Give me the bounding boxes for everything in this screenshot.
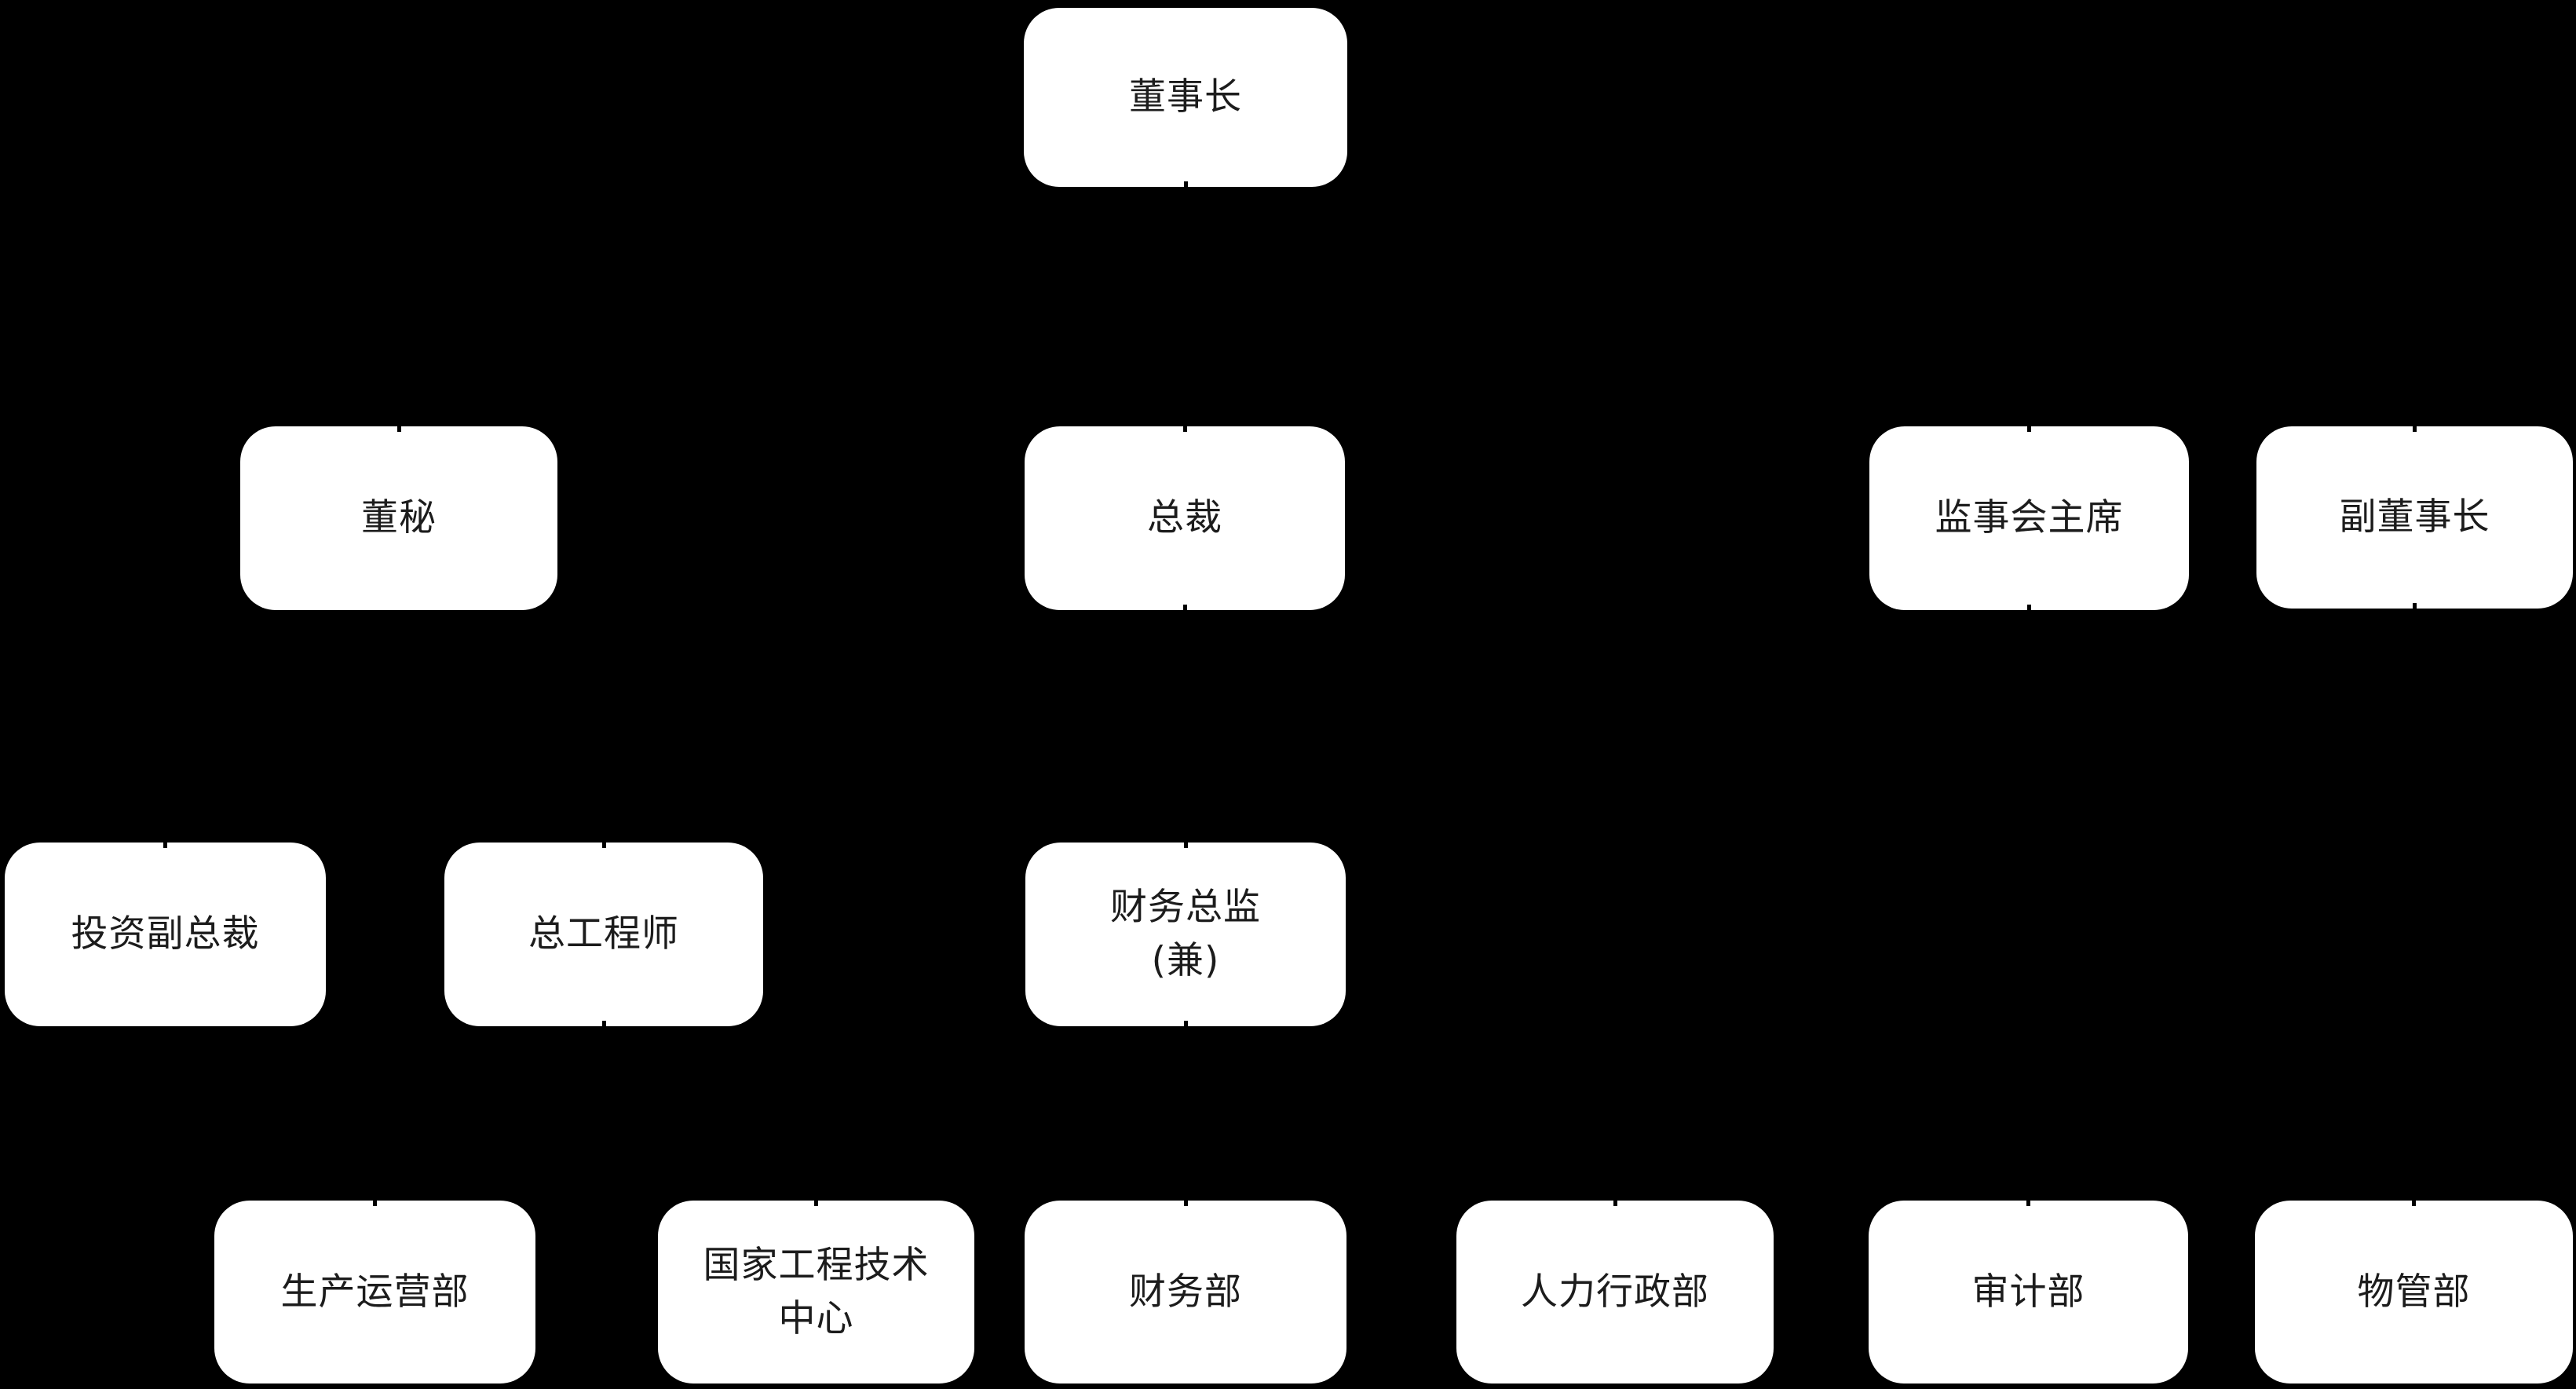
org-node-chief-engineer: 总工程师 bbox=[444, 843, 763, 1026]
org-node-label: 生产运营部 bbox=[280, 1270, 470, 1314]
connector-segment bbox=[602, 1021, 606, 1116]
org-node-label: 总工程师 bbox=[528, 912, 679, 956]
org-node-national-engineering-technology-center: 国家工程技术中心 bbox=[658, 1201, 974, 1384]
connector-segment bbox=[602, 1112, 819, 1116]
connector-segment bbox=[2027, 605, 2031, 908]
org-node-label: 董秘 bbox=[361, 496, 437, 540]
connector-segment bbox=[2026, 904, 2030, 1206]
connector-segment bbox=[1184, 1112, 1188, 1206]
connector-segment bbox=[1184, 305, 2417, 309]
org-node-label: 投资副总裁 bbox=[71, 912, 260, 956]
connector-segment bbox=[1184, 181, 1188, 309]
connector-segment bbox=[397, 305, 1188, 309]
org-node-board-secretary: 董秘 bbox=[240, 426, 557, 610]
org-node-label: (兼) bbox=[1151, 939, 1220, 982]
connector-segment bbox=[602, 725, 1187, 729]
org-node-supervisory-board-chairman: 监事会主席 bbox=[1869, 426, 2189, 610]
org-node-label: 总裁 bbox=[1147, 496, 1222, 540]
org-node-label: 人力行政部 bbox=[1521, 1270, 1709, 1314]
org-node-label: 财务部 bbox=[1129, 1270, 1242, 1314]
org-node-label: 财务总监 bbox=[1110, 886, 1261, 930]
org-node-investment-vice-president: 投资副总裁 bbox=[5, 843, 326, 1026]
connector-segment bbox=[1183, 605, 1187, 729]
org-node-finance-dept: 财务部 bbox=[1025, 1201, 1346, 1384]
org-node-chairman: 董事长 bbox=[1024, 8, 1347, 187]
connector-segment bbox=[2413, 305, 2417, 432]
connector-segment bbox=[1613, 1112, 1617, 1206]
org-node-label: 审计部 bbox=[1971, 1270, 2085, 1314]
org-node-label: 中心 bbox=[778, 1296, 854, 1340]
org-node-cfo-concurrent: 财务总监 (兼) bbox=[1025, 843, 1346, 1026]
org-node-property-management-dept: 物管部 bbox=[2255, 1201, 2573, 1384]
org-node-production-operations-dept: 生产运营部 bbox=[214, 1201, 535, 1384]
org-node-label: 董事长 bbox=[1129, 75, 1242, 119]
org-node-hr-admin-dept: 人力行政部 bbox=[1456, 1201, 1774, 1384]
connector-segment bbox=[1184, 1021, 1188, 1116]
connector-segment bbox=[373, 1112, 606, 1116]
connector-segment bbox=[1184, 725, 1188, 848]
org-node-audit-dept: 审计部 bbox=[1869, 1201, 2188, 1384]
org-node-label: 监事会主席 bbox=[1935, 496, 2124, 540]
org-node-label: 物管部 bbox=[2357, 1270, 2471, 1314]
org-node-president: 总裁 bbox=[1025, 426, 1345, 610]
connector-segment bbox=[814, 1112, 818, 1206]
connector-segment bbox=[2413, 603, 2417, 907]
connector-segment bbox=[397, 305, 401, 432]
connector-segment bbox=[163, 725, 167, 848]
connector-segment bbox=[373, 1112, 377, 1206]
connector-segment bbox=[1184, 1112, 1617, 1116]
org-node-label: 国家工程技术 bbox=[703, 1243, 930, 1287]
connector-segment bbox=[2412, 903, 2416, 1206]
org-node-label: 副董事长 bbox=[2339, 495, 2490, 539]
connector-segment bbox=[1183, 305, 1187, 432]
connector-segment bbox=[602, 725, 606, 848]
org-node-vice-chairman: 副董事长 bbox=[2256, 426, 2573, 609]
connector-segment bbox=[2027, 305, 2031, 432]
